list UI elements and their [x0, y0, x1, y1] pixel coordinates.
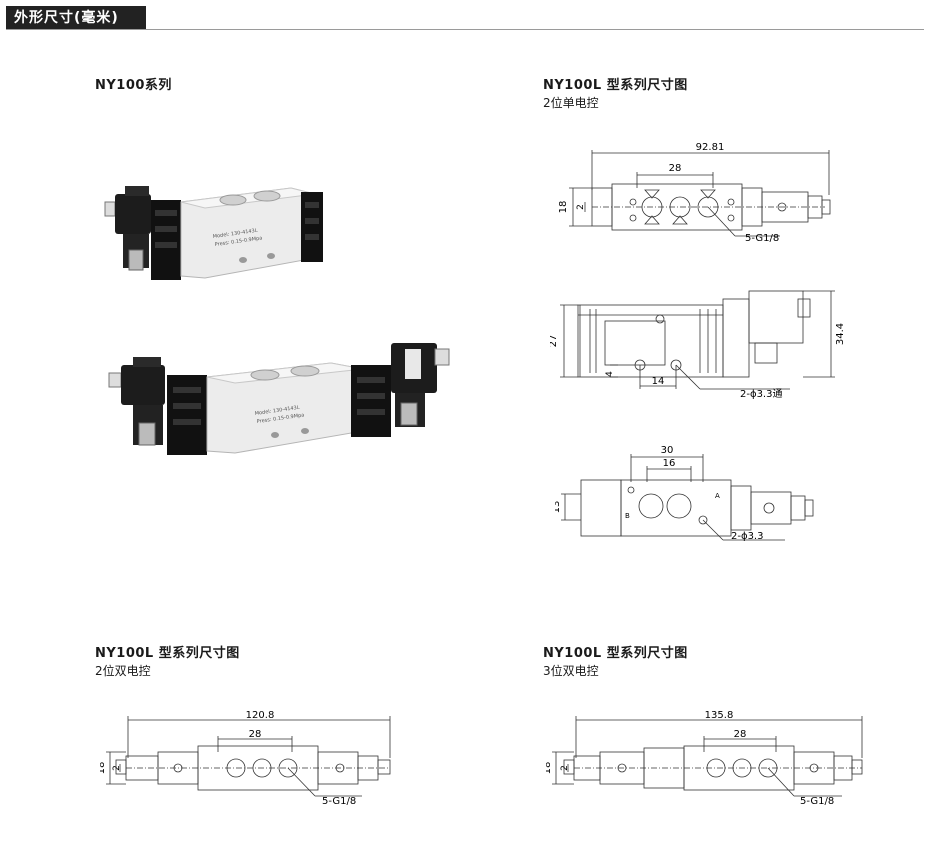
single-bottom-hole-note: 2-ϕ3.3: [731, 531, 763, 542]
photo-section-title: NY100系列: [95, 78, 172, 93]
double2-section-title: NY100L 型系列尺寸图: [95, 646, 240, 661]
single-side-offset-label: 4: [605, 371, 615, 377]
single-bottom-port-a: A: [715, 492, 720, 500]
single-section-title: NY100L 型系列尺寸图: [543, 78, 688, 93]
double2-top-port-note: 5-G1/8: [322, 796, 356, 807]
drawing-single-side: 27 34.4 4 14 2-ϕ3.3通: [550, 290, 846, 400]
drawing-single-top: 92.81 28 18 2 5-G1/8: [558, 142, 831, 244]
double3-section-title: NY100L 型系列尺寸图: [543, 646, 688, 661]
single-top-port-note: 5-G1/8: [745, 233, 779, 244]
single-section-subtitle: 2位单电控: [543, 96, 599, 110]
drawing-double3-top: 135.8 28 18 2 5-G1/8: [546, 710, 863, 807]
double2-section-subtitle: 2位双电控: [95, 664, 151, 678]
single-top-small-label: 2: [576, 204, 586, 210]
single-side-height-label: 27: [550, 335, 559, 348]
drawing-single-bottom: 30 16 13 A B 2-ϕ3.3: [555, 445, 814, 542]
valve-photo-double: Model: 130-4143L Press: 0.15-0.9Mpa: [108, 343, 450, 455]
single-side-height-right-label: 34.4: [835, 323, 846, 345]
single-bottom-height-label: 13: [555, 501, 562, 514]
drawing-double2-top: 120.8 28 18 2 5-G1/8: [100, 710, 391, 807]
single-side-span-label: 14: [652, 376, 665, 387]
single-side-hole-note: 2-ϕ3.3通: [740, 388, 782, 400]
single-top-overall-label: 92.81: [696, 142, 725, 153]
single-bottom-inner-label: 16: [663, 458, 676, 469]
double2-top-overall-label: 120.8: [246, 710, 275, 721]
double3-top-port-span-label: 28: [734, 729, 747, 740]
valve-photo-single: Model: 130-4143L Press: 0.15-0.9Mpa: [104, 186, 323, 280]
double3-top-port-note: 5-G1/8: [800, 796, 834, 807]
double2-top-small-label: 2: [112, 765, 122, 771]
single-bottom-outer-label: 30: [661, 445, 674, 456]
single-top-port-span-label: 28: [669, 163, 682, 174]
single-bottom-port-b: B: [625, 512, 630, 520]
section-header-tab: 外形尺寸(毫米): [6, 6, 146, 30]
double3-top-height-label: 18: [546, 762, 553, 775]
double3-top-overall-label: 135.8: [705, 710, 734, 721]
double3-top-small-label: 2: [560, 765, 570, 771]
double2-top-port-span-label: 28: [249, 729, 262, 740]
single-top-height-label: 18: [558, 201, 569, 214]
double2-top-height-label: 18: [100, 762, 107, 775]
double3-section-subtitle: 3位双电控: [543, 664, 599, 678]
header-divider: [6, 29, 924, 30]
